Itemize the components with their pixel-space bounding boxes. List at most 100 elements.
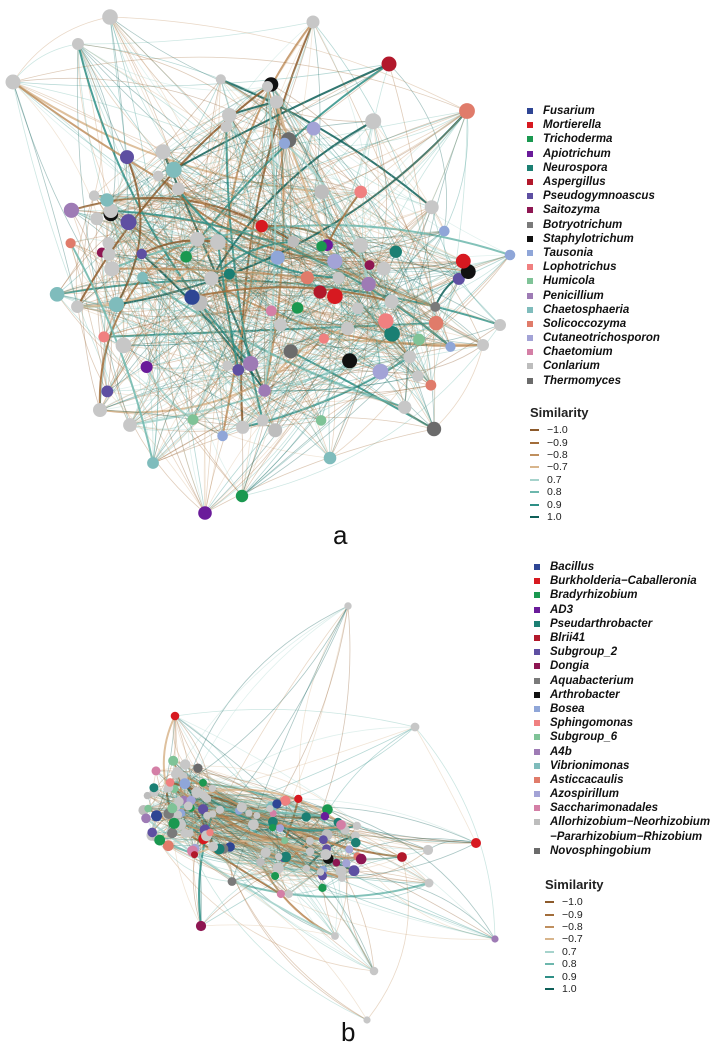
similarity-swatch xyxy=(545,938,554,941)
legend-item: Pseudogymnoascus xyxy=(527,189,660,203)
legend-swatch xyxy=(527,363,533,370)
legend-swatch xyxy=(527,179,533,186)
edge xyxy=(334,260,436,308)
edge xyxy=(285,800,496,940)
legend-item: Saccharimonadales xyxy=(534,801,710,815)
similarity-label: 0.9 xyxy=(547,498,562,511)
edge xyxy=(283,142,370,285)
node xyxy=(208,841,219,852)
edge xyxy=(309,840,496,940)
edge xyxy=(96,151,164,220)
edge xyxy=(274,296,336,431)
node xyxy=(327,288,343,305)
node xyxy=(143,791,152,800)
legend-label: Lophotrichus xyxy=(543,261,617,274)
node xyxy=(316,241,327,252)
edge xyxy=(324,815,338,863)
similarity-swatch xyxy=(530,453,539,456)
legend-item: Dongia xyxy=(534,659,710,673)
similarity-item: −0.9 xyxy=(545,908,604,921)
node xyxy=(227,877,237,886)
node xyxy=(147,457,159,469)
edge xyxy=(12,63,390,87)
edge xyxy=(264,356,410,391)
similarity-item: 0.8 xyxy=(545,958,604,970)
edge xyxy=(101,252,124,346)
edge xyxy=(194,302,243,497)
edge xyxy=(229,114,314,131)
edge xyxy=(256,815,336,937)
node xyxy=(361,276,376,292)
edge xyxy=(229,273,322,421)
edge xyxy=(220,78,437,324)
node xyxy=(49,287,65,302)
legend-label: Trichoderma xyxy=(543,133,613,146)
edge xyxy=(242,371,381,428)
edge xyxy=(222,324,281,437)
edge xyxy=(242,264,370,428)
edge xyxy=(220,78,374,122)
edge xyxy=(337,824,375,972)
edge xyxy=(108,114,230,244)
edge xyxy=(322,856,403,889)
legend-item: Vibrionimonas xyxy=(534,759,710,773)
edge xyxy=(280,893,375,972)
edge xyxy=(204,271,469,514)
edge xyxy=(205,79,264,421)
edge xyxy=(274,291,321,431)
legend-swatch xyxy=(527,320,533,327)
edge xyxy=(309,605,351,842)
legend-label: Bradyrhizobium xyxy=(550,589,638,602)
edge xyxy=(217,241,348,329)
legend-item: Bosea xyxy=(534,702,710,716)
node xyxy=(101,385,114,398)
node xyxy=(258,384,271,397)
edge xyxy=(334,121,374,262)
edge xyxy=(157,175,381,372)
edge xyxy=(128,221,272,312)
legend-swatch xyxy=(534,663,540,670)
edge xyxy=(321,191,484,346)
edge xyxy=(12,81,469,272)
edge xyxy=(207,798,324,841)
legend-item: Penicillium xyxy=(527,288,660,302)
edge xyxy=(110,191,361,231)
edge xyxy=(395,251,469,273)
edge xyxy=(225,126,339,279)
node xyxy=(306,121,321,136)
edge xyxy=(110,213,451,348)
edge xyxy=(77,43,120,269)
legend-swatch xyxy=(527,292,533,299)
edge xyxy=(368,284,381,372)
edge xyxy=(212,788,328,810)
node xyxy=(108,297,125,313)
similarity-item: −0.7 xyxy=(530,461,589,473)
edge xyxy=(322,849,429,879)
edge xyxy=(12,81,131,426)
edge xyxy=(177,814,307,869)
node xyxy=(215,805,225,814)
edge xyxy=(116,110,468,306)
legend-item: Humicola xyxy=(527,274,660,288)
legend-swatch xyxy=(534,564,540,571)
node xyxy=(494,319,506,331)
edge xyxy=(152,245,322,464)
edge xyxy=(108,244,328,266)
edge xyxy=(57,293,322,421)
legend-label: Saccharimonadales xyxy=(550,802,659,815)
legend-item: A4b xyxy=(534,744,710,758)
legend-item: Lophotrichus xyxy=(527,260,660,274)
legend-label: Subgroup_2 xyxy=(550,646,618,659)
edge xyxy=(56,210,112,295)
node xyxy=(144,804,152,813)
similarity-label: 0.8 xyxy=(547,486,562,499)
edge xyxy=(347,328,432,386)
edge xyxy=(203,838,350,853)
edge xyxy=(212,785,299,800)
edge xyxy=(103,21,314,338)
edge xyxy=(111,268,212,281)
edge xyxy=(106,277,144,392)
similarity-label: 0.7 xyxy=(547,473,562,486)
node xyxy=(270,250,285,265)
